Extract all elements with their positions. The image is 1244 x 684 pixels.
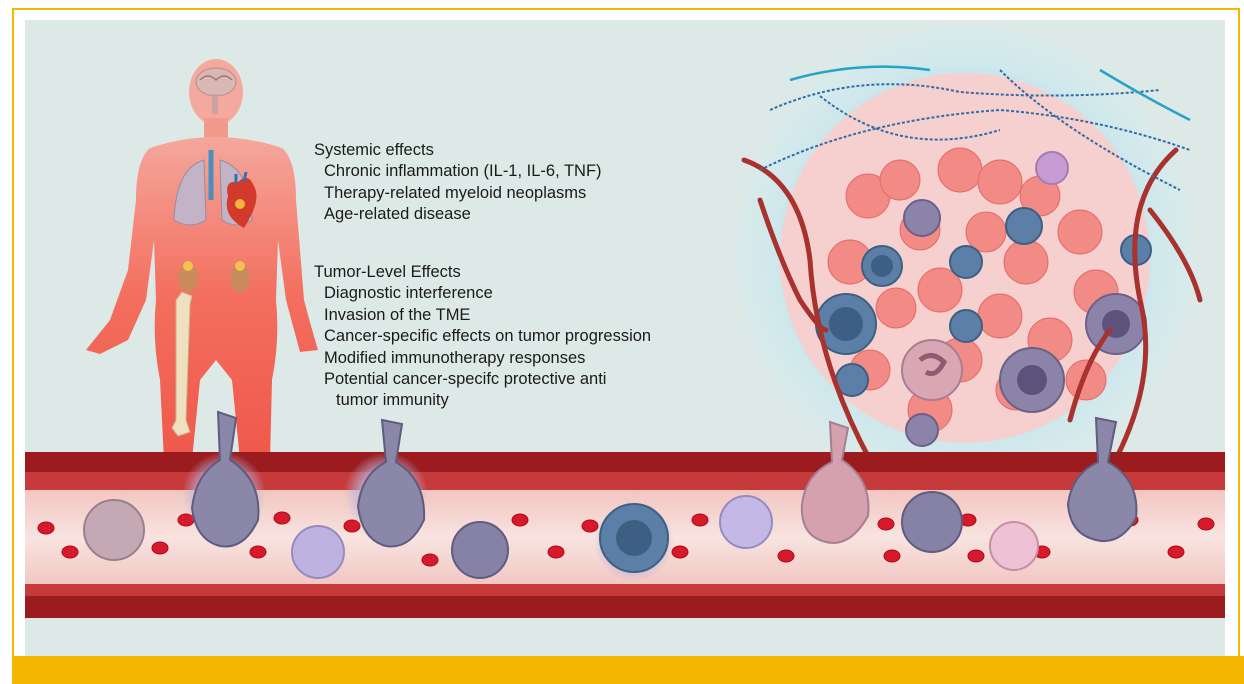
tumor-effect-item: Invasion of the TME (314, 305, 651, 326)
systemic-effects-heading: Systemic effects (314, 140, 602, 161)
tumor-icon (737, 27, 1200, 483)
tumor-effect-item: Potential cancer-specifc protective anti (314, 369, 651, 390)
tumor-effect-item: Diagnostic interference (314, 283, 651, 304)
tumor-effect-item: Modified immunotherapy responses (314, 348, 651, 369)
systemic-effects-block: Systemic effects Chronic inflammation (I… (314, 140, 602, 226)
systemic-effect-item: Therapy-related myeloid neoplasms (314, 183, 602, 204)
systemic-effect-item: Age-related disease (314, 204, 602, 225)
systemic-effect-item: Chronic inflammation (IL-1, IL-6, TNF) (314, 161, 602, 182)
tumor-effect-item-continuation: tumor immunity (314, 390, 651, 411)
tumor-level-effects-block: Tumor-Level Effects Diagnostic interfere… (314, 262, 651, 412)
human-body-icon (86, 59, 318, 460)
tumor-effects-heading: Tumor-Level Effects (314, 262, 651, 283)
tumor-effect-item: Cancer-specific effects on tumor progres… (314, 326, 651, 347)
